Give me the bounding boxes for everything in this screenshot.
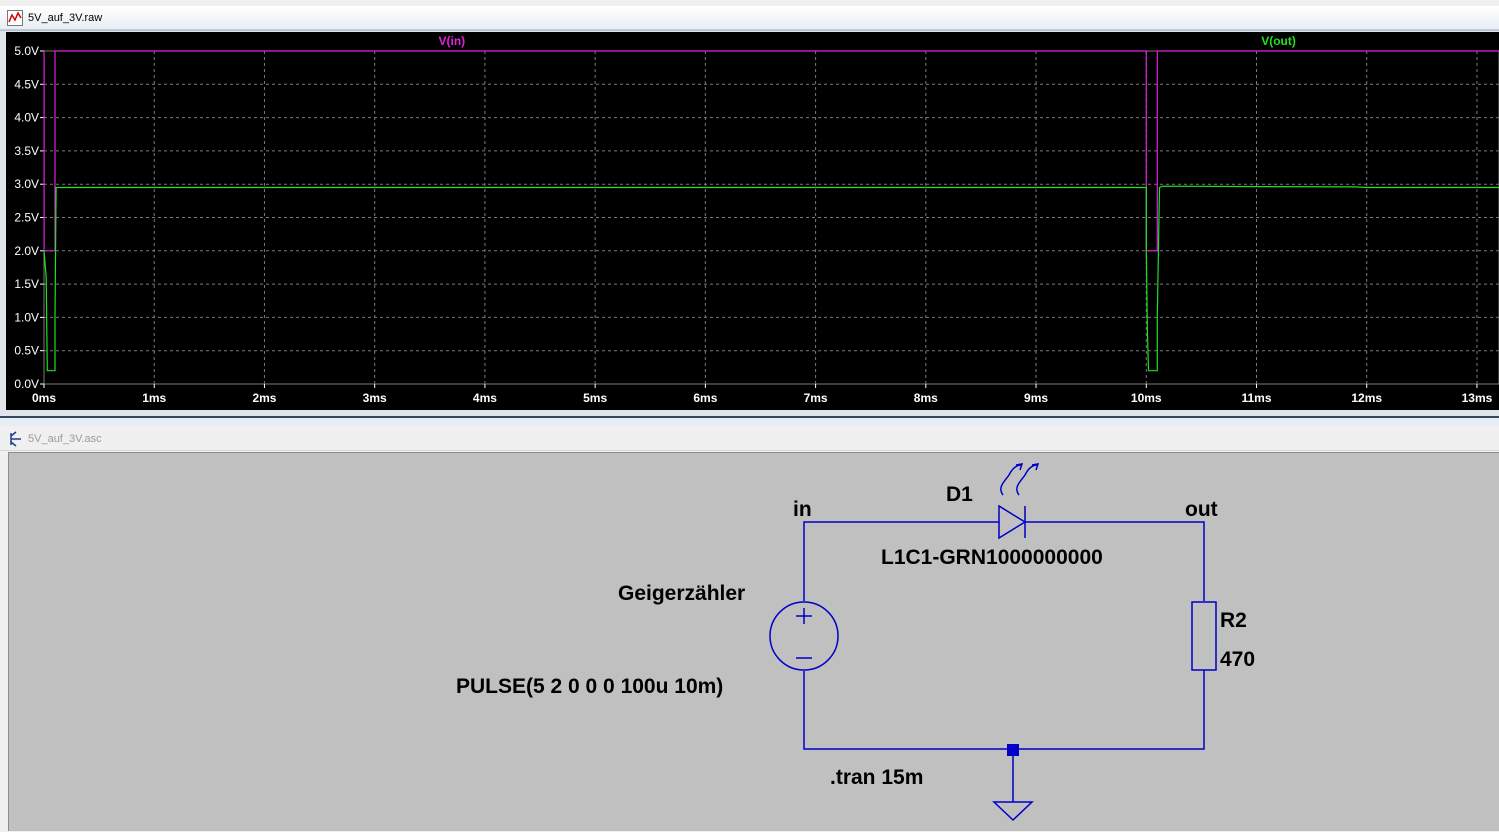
x-tick-label: 11ms [1241,391,1271,405]
schematic-window-titlebar[interactable]: 5V_auf_3V.asc [0,427,1499,451]
x-tick-label: 6ms [693,391,717,405]
spice-directive[interactable]: .tran 15m [830,766,923,789]
waveform-window-titlebar[interactable]: 5V_auf_3V.raw [0,6,1499,30]
waveform-window-title: 5V_auf_3V.raw [28,11,103,24]
resistor-ref-label[interactable]: R2 [1220,609,1247,632]
x-tick-label: 0ms [32,391,56,405]
window-divider[interactable] [0,416,1499,426]
ground-symbol[interactable] [992,749,1034,822]
y-tick-label: 4.0V [14,111,39,125]
x-tick-label: 2ms [252,391,276,405]
x-tick-label: 13ms [1462,391,1493,405]
y-tick-label: 1.0V [14,310,39,324]
wire-out[interactable] [1025,521,1205,601]
y-tick-label: 2.0V [14,244,39,258]
x-tick-label: 10ms [1131,391,1162,405]
source-value-label[interactable]: PULSE(5 2 0 0 0 100u 10m) [456,675,723,698]
diode-ref-label[interactable]: D1 [946,483,973,506]
schematic-icon [10,430,21,447]
schematic-canvas[interactable]: in out D1 L1C1-GRN1000000000 Geigerzähle… [8,452,1499,831]
x-tick-label: 8ms [914,391,938,405]
x-tick-label: 7ms [804,391,828,405]
x-tick-label: 5ms [583,391,607,405]
trace-label-vin[interactable]: V(in) [439,34,466,48]
x-tick-label: 12ms [1351,391,1382,405]
net-label-out[interactable]: out [1185,498,1218,521]
diode-model-label[interactable]: L1C1-GRN1000000000 [881,546,1103,569]
waveform-icon [7,9,23,26]
waveform-plot[interactable]: 0.0V 0.5V 1.0V 1.5V 2.0V 2.5V 3.0V 3.5V 4.0V 4.5V… [6,32,1499,410]
net-label-in[interactable]: in [793,498,812,521]
source-name-label[interactable]: Geigerzähler [618,582,745,605]
resistor-symbol[interactable] [1191,601,1217,671]
y-tick-label: 0.5V [14,344,39,358]
x-tick-label: 3ms [363,391,387,405]
x-tick-label: 1ms [142,391,166,405]
led-emission-arrows-icon [1000,463,1040,496]
y-tick-label: 4.5V [14,77,39,91]
x-tick-label: 4ms [473,391,497,405]
y-tick-label: 0.0V [14,377,39,391]
wire-ground[interactable] [803,670,1205,750]
trace-vout [43,185,1499,372]
y-tick-label: 5.0V [14,44,39,58]
wire-in[interactable] [803,521,999,601]
trace-label-vout[interactable]: V(out) [1261,34,1296,48]
resistor-value-label[interactable]: 470 [1220,648,1255,671]
voltage-source-symbol[interactable] [769,601,839,671]
y-tick-label: 3.5V [14,144,39,158]
trace-vin [43,50,1499,252]
ground-junction [1007,744,1019,756]
y-tick-label: 3.0V [14,177,39,191]
y-tick-label: 1.5V [14,277,39,291]
y-tick-label: 2.5V [14,211,39,225]
plot-background [6,32,1499,410]
schematic-window-title: 5V_auf_3V.asc [28,432,102,445]
diode-symbol[interactable] [998,504,1027,540]
x-tick-label: 9ms [1024,391,1048,405]
